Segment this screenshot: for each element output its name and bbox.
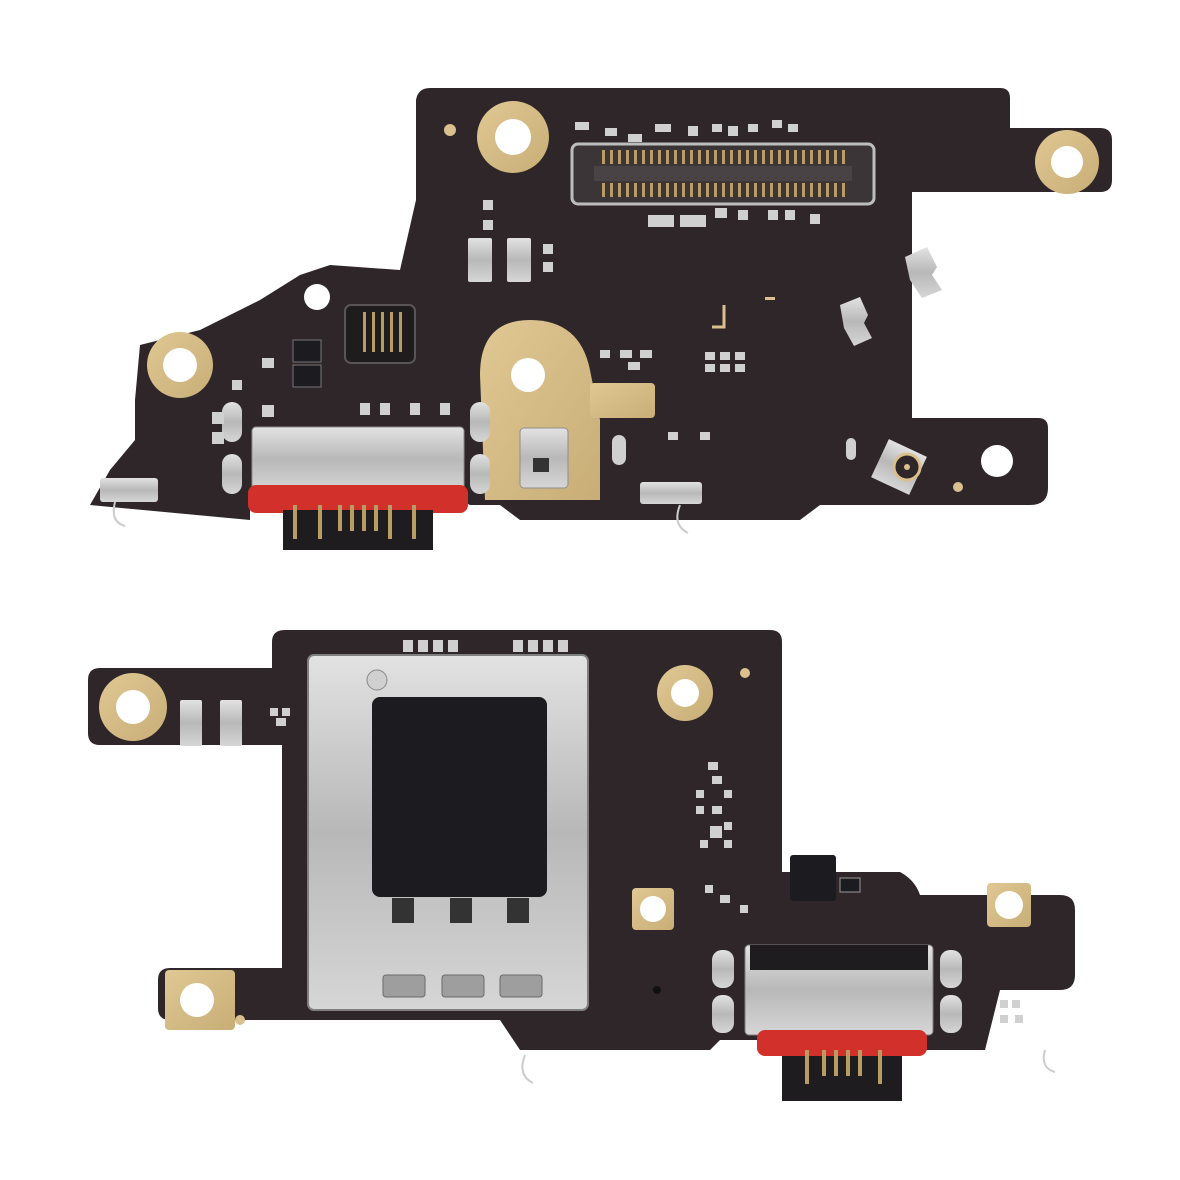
spring-contact-bottom-1 bbox=[180, 700, 202, 746]
mount-hole-top-3 bbox=[147, 332, 213, 398]
sim-reader-cover-pad bbox=[372, 697, 547, 897]
sim-card-reader bbox=[307, 640, 589, 1011]
antenna-clip-left bbox=[632, 888, 674, 930]
antenna-clip-bottom-left bbox=[165, 970, 235, 1030]
bottom-board bbox=[88, 630, 1075, 1101]
board-to-board-connector bbox=[570, 142, 876, 206]
ic-chip-bottom bbox=[790, 855, 836, 901]
side-key-contact-mid bbox=[640, 482, 702, 504]
top-board bbox=[90, 88, 1112, 550]
mount-hole-bottom-2 bbox=[657, 665, 713, 721]
mount-hole-top-6 bbox=[981, 445, 1013, 477]
antenna-coax-socket bbox=[871, 439, 927, 495]
mount-hole-top-4 bbox=[480, 320, 655, 500]
usb-c-port-top bbox=[222, 402, 490, 550]
side-key-contact-left bbox=[100, 478, 158, 502]
ic-chip-top-2 bbox=[292, 364, 322, 388]
spring-contact-bottom-2 bbox=[220, 700, 242, 746]
antenna-clip-right bbox=[987, 883, 1031, 927]
mount-hole-top-5 bbox=[304, 284, 330, 310]
mount-hole-top-1 bbox=[477, 101, 549, 173]
mount-hole-bottom-1 bbox=[99, 673, 167, 741]
spring-contacts-top bbox=[468, 238, 942, 346]
mount-hole-bottom-3 bbox=[871, 829, 897, 855]
ic-chip-top-1 bbox=[292, 339, 322, 363]
small-board-connector bbox=[344, 304, 416, 364]
mount-hole-top-2 bbox=[1035, 130, 1099, 194]
usb-c-port-bottom bbox=[712, 944, 962, 1101]
microphone-module bbox=[519, 427, 569, 489]
smd-components-top bbox=[483, 120, 820, 272]
